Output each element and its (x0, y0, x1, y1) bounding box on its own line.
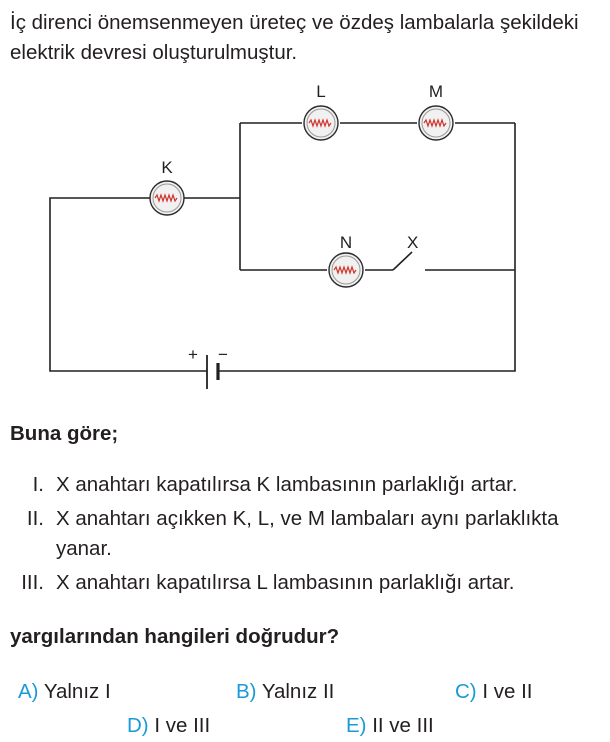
choice-a[interactable]: A) Yalnız I (18, 680, 111, 704)
statement-number: II. (26, 507, 44, 530)
choice-text: I ve II (482, 680, 533, 703)
choice-letter: E) (346, 714, 367, 737)
statements-heading: Buna göre; (10, 422, 119, 445)
choice-letter: A) (18, 680, 39, 703)
switch-x (392, 251, 413, 271)
lamp-n (328, 252, 364, 288)
statement-2: II. X anahtarı açıkken K, L, ve M lambal… (0, 504, 610, 564)
statement-list: I. X anahtarı kapatılırsa K lambasının p… (0, 470, 610, 602)
lamp-m (418, 105, 454, 141)
statement-number: I. (32, 473, 44, 496)
choice-c[interactable]: C) I ve II (455, 680, 532, 704)
choice-text: I ve III (154, 714, 211, 737)
statement-text: X anahtarı kapatılırsa K lambasının parl… (56, 473, 518, 496)
choice-text: Yalnız II (261, 680, 335, 703)
choice-b[interactable]: B) Yalnız II (236, 680, 334, 704)
question-intro: İç direnci önemsenmeyen üreteç ve özdeş … (10, 11, 579, 64)
switch-x-label: X (407, 233, 418, 252)
lamp-l (303, 105, 339, 141)
battery-minus-label: − (218, 345, 228, 364)
statement-text: X anahtarı açıkken K, L, ve M lambaları … (56, 507, 559, 560)
choice-letter: B) (236, 680, 257, 703)
lamp-m-label: M (429, 82, 443, 101)
question-prompt: yargılarından hangileri doğrudur? (10, 625, 340, 648)
choice-d[interactable]: D) I ve III (127, 714, 210, 738)
wire-left-loop (49, 197, 207, 372)
choice-letter: C) (455, 680, 477, 703)
choice-text: Yalnız I (43, 680, 111, 703)
wire-right-bottom (218, 123, 516, 372)
statement-number: III. (21, 571, 44, 594)
lamp-n-label: N (340, 233, 352, 252)
choice-text: II ve III (372, 714, 434, 737)
lamp-l-label: L (316, 82, 325, 101)
battery-plus-label: + (188, 345, 198, 364)
circuit-diagram: X + − K L M N (49, 82, 516, 389)
choice-e[interactable]: E) II ve III (346, 714, 434, 738)
statement-3: III. X anahtarı kapatılırsa L lambasının… (0, 568, 610, 598)
statement-text: X anahtarı kapatılırsa L lambasının parl… (56, 571, 515, 594)
statement-1: I. X anahtarı kapatılırsa K lambasının p… (0, 470, 610, 500)
choice-letter: D) (127, 714, 149, 737)
lamp-k-label: K (161, 158, 173, 177)
lamp-k (149, 180, 185, 216)
